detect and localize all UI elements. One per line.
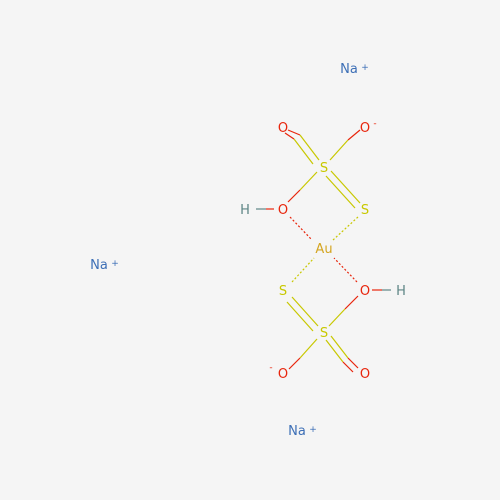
bond-s-oh-bottom [328,308,346,327]
oxygen-anion-bottom-left: O [278,367,288,382]
bond-s-o-single-top-right [329,139,349,161]
coord-bond-s-au-bottom [291,257,315,283]
sodium-ion-top-charge: + [361,63,369,73]
bond-s-o-double-top-left [299,134,320,161]
bond-s-o-single-bottom-left [299,338,318,359]
sulfur-bottom-center: S [320,326,328,341]
bonds [256,129,391,373]
sodium-ion-left: Na [90,258,108,273]
bond-s-o-double-bottom-right-o-b [342,361,354,373]
bond-s-o-double-top-left-o [287,129,301,136]
bond-s-o-double-bottom-right-o [347,357,359,369]
atom-labels: Na + Na + Na + O O - S H O S Au S O H S … [90,62,406,439]
oxygen-anion-bottom-left-charge: - [269,363,272,373]
bond-s-o-single-top-right-o [347,129,361,141]
sodium-ion-bottom-charge: + [309,425,317,435]
bond-s-o-double-bottom-right [330,335,349,359]
sulfur-top-right: S [361,203,369,218]
oxygen-double-bottom-right: O [360,367,370,382]
hydrogen-bottom: H [396,284,406,299]
sulfur-bottom-left: S [279,284,287,299]
bond-s-s-double-top-b [325,175,356,209]
oxygen-hydroxyl-top: O [278,203,288,218]
gold-atom: Au [315,242,332,257]
bond-s-s-double-top [330,170,361,204]
bond-s-o-single-bottom-left-o [288,357,301,370]
bond-s-oh-top [299,171,318,191]
bond-s-o-double-top-left-o-b [284,132,295,140]
coord-bond-o-au-top [289,216,313,241]
sodium-ion-top: Na [340,62,358,77]
coord-bond-s-au-top [332,216,359,241]
oxygen-hydroxyl-bottom: O [360,284,370,299]
oxygen-anion-top-right-charge: - [373,119,376,129]
bond-s-s-double-bottom-b [286,301,314,332]
sulfur-top-center: S [320,161,328,176]
bond-s-o-double-top-left-b [293,138,314,165]
oxygen-anion-top-right: O [360,121,370,136]
sodium-ion-left-charge: + [111,259,119,269]
bond-s-o-double-bottom-right-b [325,339,344,363]
bond-s-oh-top-o [287,189,301,203]
oxygen-double-top-left: O [278,121,288,136]
hydrogen-top: H [240,203,250,218]
sodium-ion-bottom: Na [288,424,306,439]
bond-s-oh-bottom-o [344,295,359,310]
bond-s-s-double-bottom [291,296,319,327]
coord-bond-o-au-bottom [333,257,358,283]
